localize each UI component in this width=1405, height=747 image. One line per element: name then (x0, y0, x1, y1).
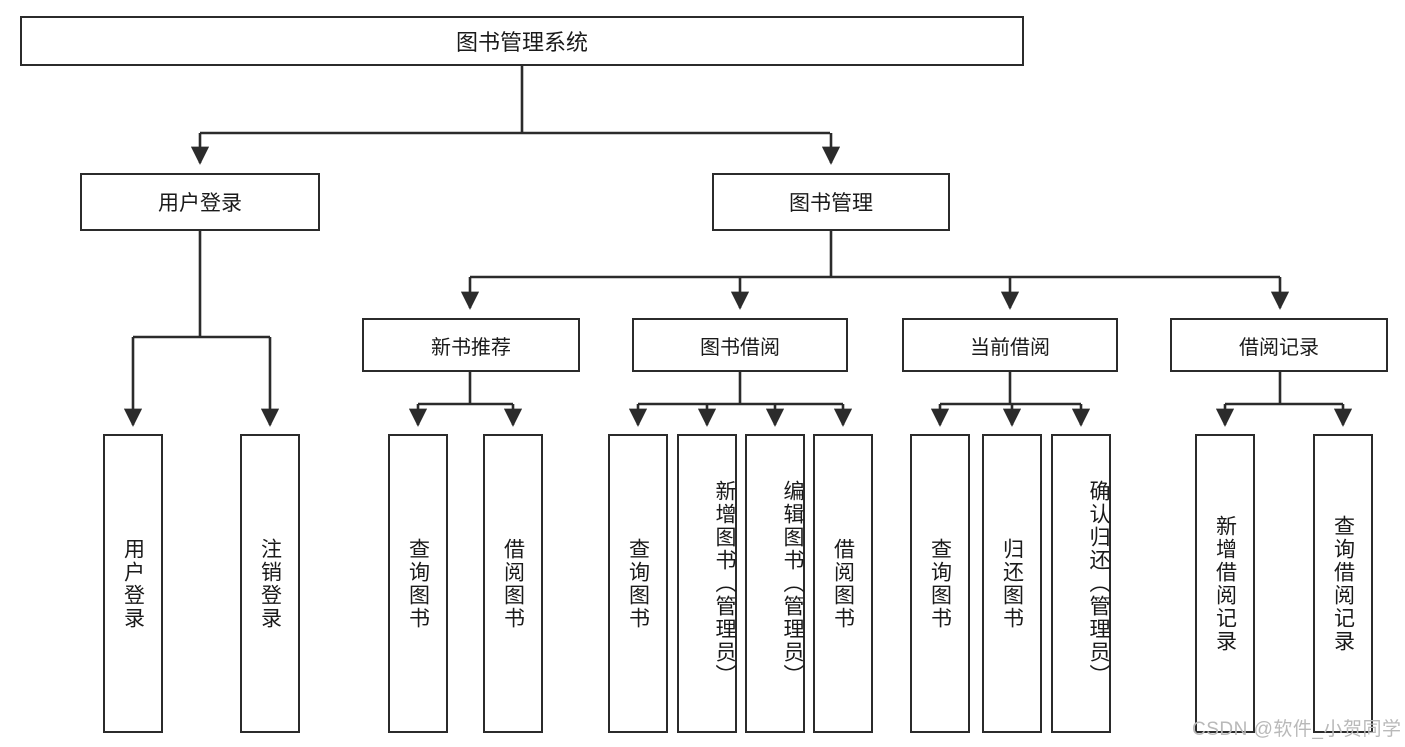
node-leaf-add-book[interactable]: 新增图书（管理员） (677, 434, 737, 733)
node-leaf-query-book-1[interactable]: 查询图书 (388, 434, 448, 733)
node-leaf-query-book-2[interactable]: 查询图书 (608, 434, 668, 733)
node-book-manage[interactable]: 图书管理 (712, 173, 950, 231)
node-leaf-borrow-book-2[interactable]: 借阅图书 (813, 434, 873, 733)
node-leaf-query-record[interactable]: 查询借阅记录 (1313, 434, 1373, 733)
node-user-login[interactable]: 用户登录 (80, 173, 320, 231)
node-book-borrow-label: 图书借阅 (700, 336, 780, 359)
node-book-manage-label: 图书管理 (789, 192, 873, 215)
node-new-book-rec-label: 新书推荐 (431, 336, 511, 359)
node-current-borrow-label: 当前借阅 (970, 336, 1050, 359)
node-root[interactable]: 图书管理系统 (20, 16, 1024, 66)
node-root-label: 图书管理系统 (455, 30, 588, 55)
node-new-book-rec[interactable]: 新书推荐 (362, 318, 580, 372)
node-leaf-borrow-book-1[interactable]: 借阅图书 (483, 434, 543, 733)
node-borrow-record-label: 借阅记录 (1239, 336, 1319, 359)
node-leaf-user-login[interactable]: 用户登录 (103, 434, 163, 733)
node-current-borrow[interactable]: 当前借阅 (902, 318, 1118, 372)
node-leaf-user-logout[interactable]: 注销登录 (240, 434, 300, 733)
node-leaf-return-book[interactable]: 归还图书 (982, 434, 1042, 733)
csdn-watermark: CSDN @软件_小贺同学 (1192, 719, 1402, 740)
node-book-borrow[interactable]: 图书借阅 (632, 318, 848, 372)
node-leaf-query-book-3[interactable]: 查询图书 (910, 434, 970, 733)
node-leaf-add-record[interactable]: 新增借阅记录 (1195, 434, 1255, 733)
node-leaf-edit-book[interactable]: 编辑图书（管理员） (745, 434, 805, 733)
node-leaf-confirm-return[interactable]: 确认归还（管理员） (1051, 434, 1111, 733)
node-user-login-label: 用户登录 (158, 192, 242, 215)
node-borrow-record[interactable]: 借阅记录 (1170, 318, 1388, 372)
